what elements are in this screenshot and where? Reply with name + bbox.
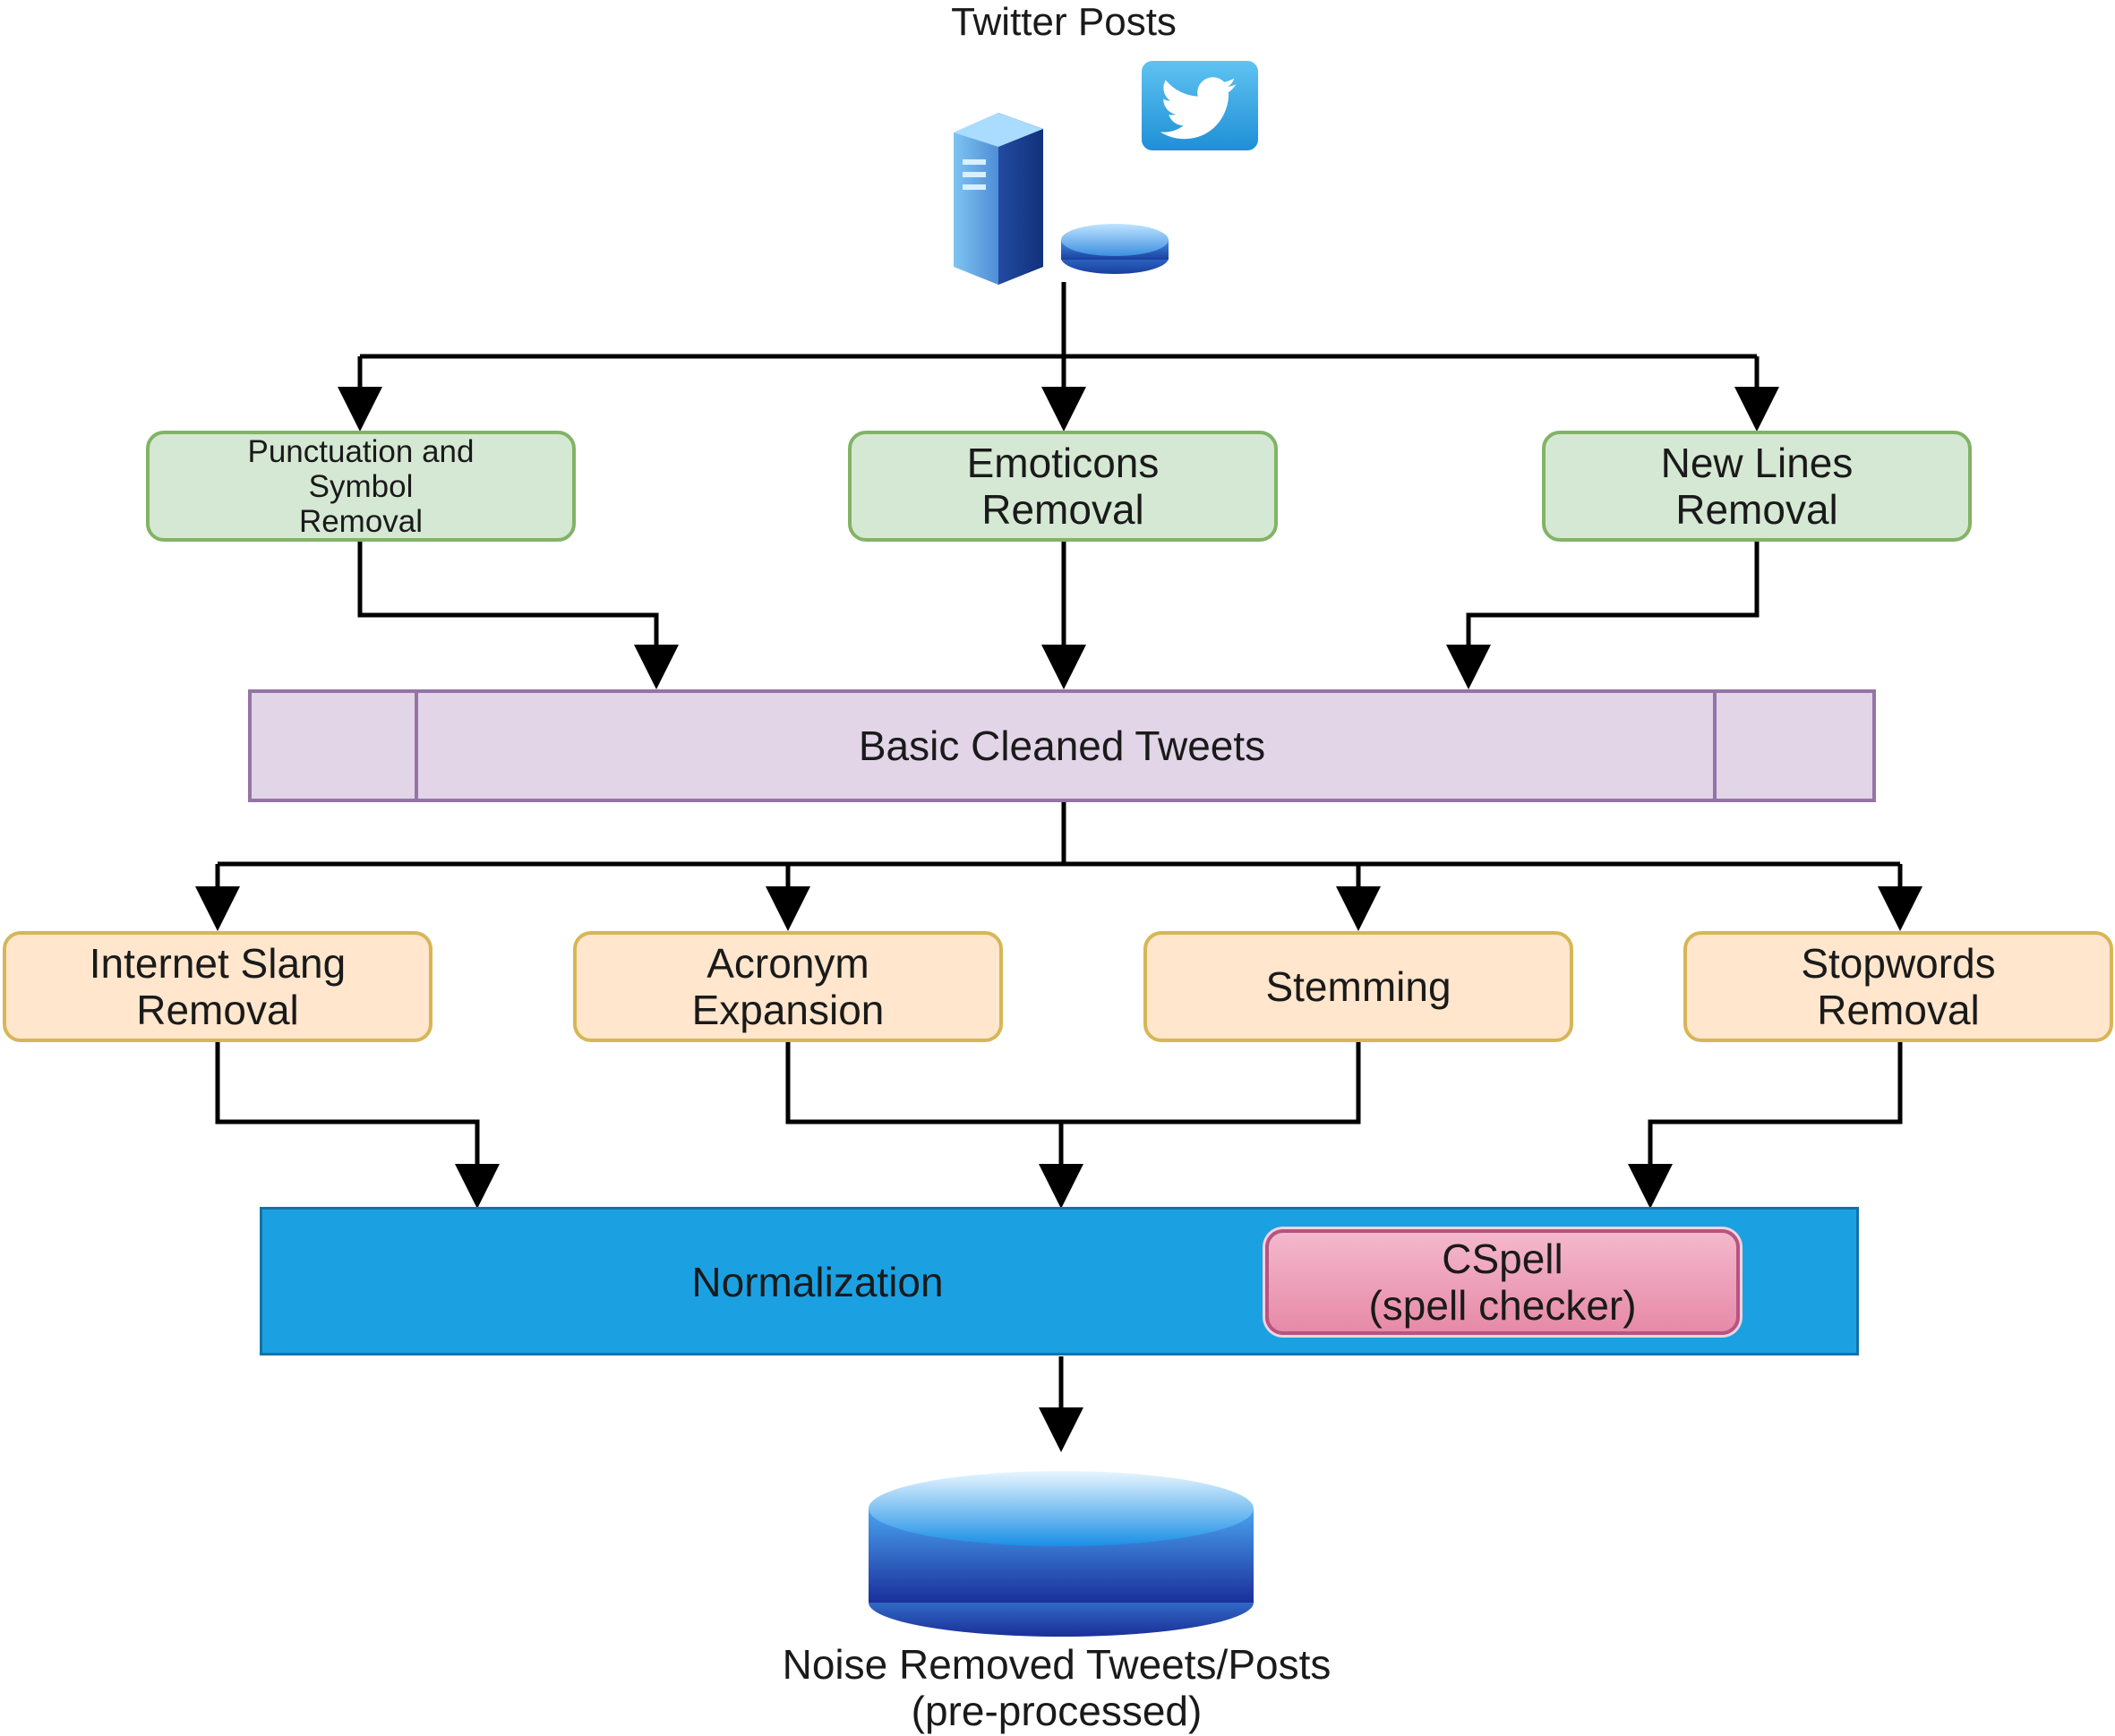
basic-cleaned-label: Basic Cleaned Tweets: [858, 723, 1266, 769]
newlines-line-1: New Lines: [1660, 440, 1854, 486]
output-label: Noise Removed Tweets/Posts (pre-processe…: [519, 1641, 1594, 1734]
database-icon: [869, 1471, 1254, 1637]
emoticons-line-1: Emoticons: [966, 440, 1160, 486]
punctuation-symbol-removal-box: Punctuation and Symbol Removal: [146, 431, 576, 542]
newlines-line-2: Removal: [1675, 486, 1838, 533]
arrow-newlines-to-basic: [1446, 541, 1760, 689]
source-title: Twitter Posts: [951, 0, 1177, 44]
arrow-punct-to-basic: [357, 541, 679, 689]
arrow-stopwords-to-norm: [1628, 1041, 1903, 1209]
acronym-expansion-box: Acronym Expansion: [573, 931, 1003, 1042]
process-divider-right: [1713, 693, 1717, 799]
stemming-line-1: Stemming: [1265, 963, 1451, 1010]
acronym-line-2: Expansion: [691, 987, 885, 1033]
slang-line-1: Internet Slang: [89, 940, 347, 987]
basic-cleaned-tweets-box: Basic Cleaned Tweets: [248, 689, 1876, 802]
punct-line-3: Removal: [298, 503, 424, 539]
output-line-1: Noise Removed Tweets/Posts: [782, 1641, 1332, 1688]
cspell-line-2: (spell checker): [1368, 1282, 1637, 1329]
acronym-line-1: Acronym: [706, 940, 869, 987]
stopwords-removal-box: Stopwords Removal: [1683, 931, 2113, 1042]
cspell-line-1: CSpell: [1442, 1236, 1563, 1282]
output-line-2: (pre-processed): [911, 1688, 1203, 1734]
stopwords-line-1: Stopwords: [1801, 940, 1996, 987]
arrow-slang-to-norm: [215, 1041, 500, 1209]
emoticons-line-2: Removal: [981, 486, 1144, 533]
punct-line-2: Symbol: [308, 468, 414, 504]
stopwords-line-2: Removal: [1817, 987, 1980, 1033]
server-icon: [954, 113, 1169, 285]
normalization-box: Normalization CSpell (spell checker): [260, 1207, 1859, 1355]
stemming-box: Stemming: [1143, 931, 1573, 1042]
twitter-bird-icon: [1142, 61, 1258, 150]
cspell-box: CSpell (spell checker): [1265, 1229, 1740, 1335]
normalization-label: Normalization: [691, 1259, 944, 1305]
new-lines-removal-box: New Lines Removal: [1542, 431, 1972, 542]
punct-line-1: Punctuation and: [247, 433, 475, 469]
slang-line-2: Removal: [136, 987, 299, 1033]
internet-slang-removal-box: Internet Slang Removal: [3, 931, 432, 1042]
process-divider-left: [415, 693, 418, 799]
emoticons-removal-box: Emoticons Removal: [848, 431, 1278, 542]
